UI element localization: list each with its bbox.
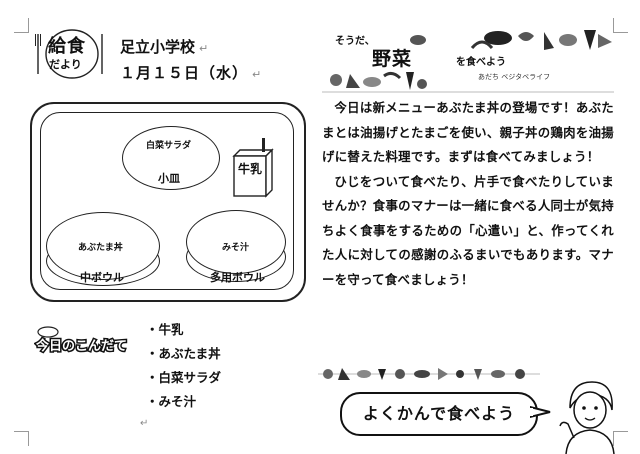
crop-mark-top-right [613,18,628,33]
kyushoku-logo-icon [35,29,103,79]
banner-title-suffix: を食べよう [456,57,506,68]
rice-bowl-label: あぶたま丼 [78,243,123,253]
article-paragraph: 今日は新メニューあぶたま丼の登場です！あぶたまとは油揚げとたまごを使い、親子丼の… [322,100,614,164]
nutritionist-illustration-icon [559,381,615,454]
logo-subtitle: だより [49,58,82,71]
milk-carton-icon [232,138,274,198]
crop-mark-bottom-right [613,431,628,446]
return-mark: ↵ [140,418,149,429]
issue-date: １月１５日（水）↵ [120,64,263,82]
logo-title: 給食 [48,36,86,57]
article-body: 今日は新メニューあぶたま丼の登場です！あぶたまとは油揚げとたまごを使い、親子丼の… [322,96,614,292]
milk-label: 牛乳 [238,162,263,176]
article-paragraph: ひじをついて食べたり、片手で食べたりしていませんか？食事のマナーは一緒に食べる人… [322,173,614,287]
salad-label: 白菜サラダ [146,141,192,151]
medium-bowl [46,212,160,280]
multi-bowl [186,210,286,274]
menu-item: あぶたま丼 [146,342,221,366]
menu-item: 白菜サラダ [146,366,222,390]
medium-bowl-label: 中ボウル [80,271,124,284]
banner-tagline: あだち ベジタベライフ [478,73,551,81]
slogan-bubble: よくかんで食べよう [340,392,538,436]
crop-mark-top-left [14,18,29,33]
speech-tail-icon [530,405,551,419]
banner-title: 野菜 [372,48,413,70]
lunch-tray-inner [40,112,294,290]
vegetable-banner-icon [322,30,614,93]
banner-subtitle: そうだ、 [335,36,375,47]
menu-heading: 今日のこんだて [34,326,129,356]
menu-heading-text: 今日のこんだて [35,338,127,354]
small-plate [122,126,220,190]
soup-label: みそ汁 [222,243,250,253]
menu-item: 牛乳 [146,318,221,342]
vegetable-border-icon [318,368,540,380]
lunch-tray [30,102,306,302]
crop-mark-bottom-left [14,431,29,446]
school-name: 足立小学校↵ [120,38,209,56]
multi-bowl-label: 多用ボウル [210,271,265,284]
small-plate-label: 小皿 [158,172,180,185]
menu-list: 牛乳 あぶたま丼 白菜サラダ みそ汁 [146,318,222,414]
menu-item: みそ汁 [146,390,221,414]
